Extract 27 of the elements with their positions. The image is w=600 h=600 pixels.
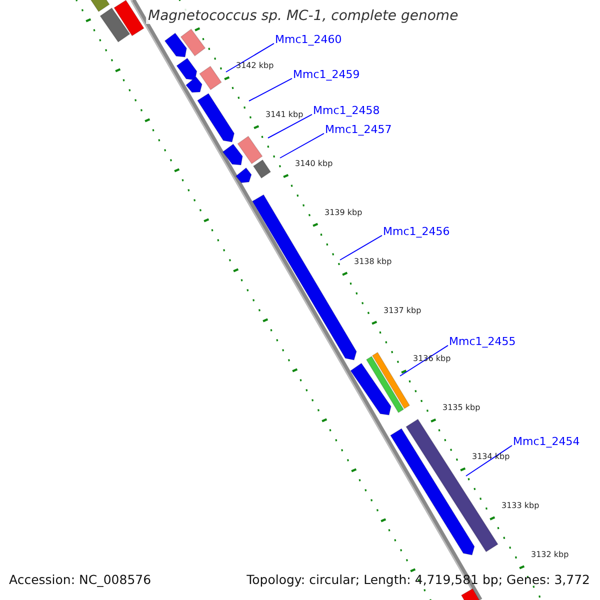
tick-label: 3134 kbp [472, 452, 510, 462]
gene-label: Mmc1_2457 [325, 124, 392, 137]
tick-label: 3133 kbp [502, 501, 540, 510]
tick-label: 3139 kbp [324, 208, 362, 217]
map-title: Magnetococcus sp. MC-1, complete genome [146, 8, 460, 24]
gene-label: Mmc1_2460 [275, 34, 342, 47]
gene-label: Mmc1_2456 [383, 226, 450, 239]
leader-line [268, 114, 312, 138]
gene-label: Mmc1_2459 [293, 69, 360, 82]
gene-label: Mmc1_2454 [513, 436, 580, 449]
tick-label: 3132 kbp [531, 550, 569, 560]
gene-label: Mmc1_2458 [313, 105, 380, 118]
tick-label: 3135 kbp [442, 403, 480, 412]
leader-line [280, 132, 324, 158]
tick-label: 3137 kbp [384, 306, 422, 315]
tick-label: 3142 kbp [236, 61, 274, 70]
tick-label: 3140 kbp [295, 158, 333, 168]
tick-label: 3138 kbp [354, 256, 392, 266]
leader-line [400, 344, 448, 376]
leader-line [340, 234, 382, 260]
leader-line [226, 42, 274, 72]
genome-info-text: Topology: circular; Length: 4,719,581 bp; Genes: 3,772 [246, 573, 590, 588]
tick-label: 3141 kbp [266, 110, 304, 120]
leader-line [248, 78, 292, 102]
leader-line [466, 444, 512, 476]
gene-label: Mmc1_2455 [449, 336, 516, 349]
accession-text: Accession: NC_008576 [9, 573, 152, 588]
